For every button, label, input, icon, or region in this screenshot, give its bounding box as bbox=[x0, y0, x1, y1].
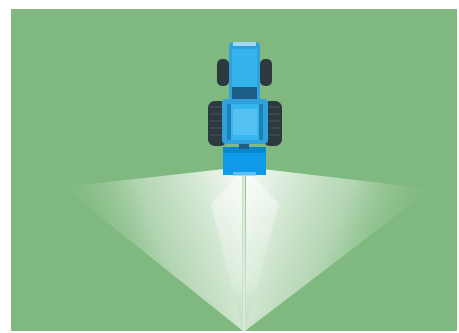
boom-implement-icon bbox=[223, 147, 266, 176]
spray-fan-right bbox=[245, 167, 431, 331]
field-canvas bbox=[11, 9, 457, 331]
field-view[interactable] bbox=[11, 9, 457, 331]
spray-coverage bbox=[63, 167, 431, 331]
spray-fan-left bbox=[63, 167, 243, 331]
tractor-top-view-icon[interactable] bbox=[208, 42, 282, 149]
